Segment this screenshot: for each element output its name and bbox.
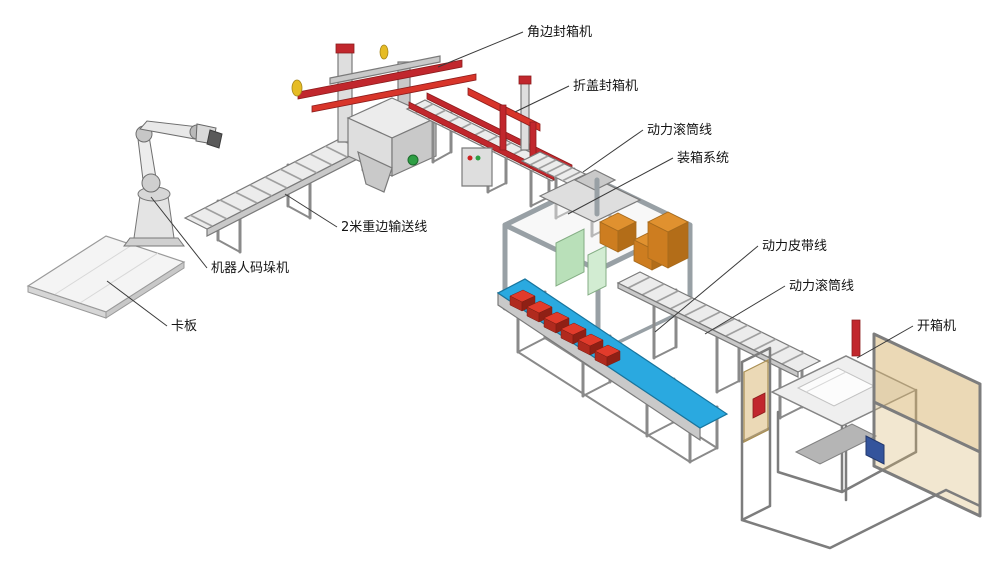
corner-sealer-green-light [407,154,419,166]
label-roller-line-top: 动力滚筒线 [647,122,712,138]
leader-lines [106,31,914,359]
packer-roof-unit [538,173,642,223]
cabinet-green-button [475,155,481,161]
erector-right-frame [872,332,982,518]
case-packing-system [502,169,693,355]
erector-left-frame [740,346,772,522]
erector-base-frame [740,488,982,550]
leader-packing-system [567,157,674,215]
label-belt-line: 动力皮带线 [762,239,827,254]
robot-shoulder-joint [141,173,161,193]
robot-base-plate [123,237,185,247]
leader-roller-line-top [582,129,644,173]
roller-line-right-rollers [627,276,805,365]
label-corner-sealer: 角边封箱机 [527,24,592,40]
label-carton-erector: 开箱机 [917,318,956,334]
leader-carton-erector [856,325,914,359]
robot-pedestal [133,195,175,239]
packer-posts [502,177,693,355]
robot-gripper-finger [206,129,223,149]
flap-sealer-machine [405,75,573,208]
robot-arm [123,120,223,247]
corner-sealer-mast-cap [335,43,355,54]
corner-sealer-body-side [391,117,437,177]
flap-sealer-mast-cap [518,75,532,85]
label-edge-conveyor: 2米重边输送线 [341,219,427,235]
erector-red-device [752,392,766,419]
flap-sealer-red-post-1 [499,104,507,151]
leader-edge-conveyor [284,193,338,228]
label-roller-line-right: 动力滚筒线 [789,278,854,294]
roller-line-right-rail [617,282,799,378]
label-packing-system: 装箱系统 [677,150,729,166]
packer-green-panel-2 [587,245,607,296]
leader-corner-sealer [437,31,524,68]
corner-sealer-machine [291,43,477,193]
pallet-top-face [26,235,186,313]
pallet-right-edge [105,261,185,319]
erector-blue-part [865,435,885,465]
corner-sealer-hopper [357,150,393,193]
erector-red-bar [851,319,861,357]
erector-inner-roller [794,423,878,465]
corner-sealer-red-rail-2 [311,73,477,113]
pallet-board [26,235,186,319]
corner-sealer-crossbar [329,55,441,85]
corner-sealer-red-rail-1 [297,59,463,100]
corner-sealer-yellow-roller-2 [379,44,389,60]
leader-flap-sealer [514,85,570,113]
flap-sealer-control-cabinet [461,147,493,187]
carton-erector-machine [740,319,982,550]
label-flap-sealer: 折盖封箱机 [573,78,638,94]
power-belt-line [496,278,729,464]
cabinet-red-button [467,155,473,161]
leader-pallet [106,280,168,327]
leader-roller-line-right [704,285,786,335]
leader-robot-palletizer [150,196,208,269]
label-pallet: 卡板 [171,319,197,334]
label-robot-palletizer: 机器人码垛机 [211,261,289,276]
packer-carton-tall [647,211,689,269]
leader-belt-line [654,245,759,333]
labels: 角边封箱机 折盖封箱机 动力滚筒线 装箱系统 动力皮带线 动力滚筒线 开箱机 2… [171,24,956,334]
corner-sealer-yellow-roller-1 [291,79,303,97]
packer-green-panel-1 [555,228,585,287]
